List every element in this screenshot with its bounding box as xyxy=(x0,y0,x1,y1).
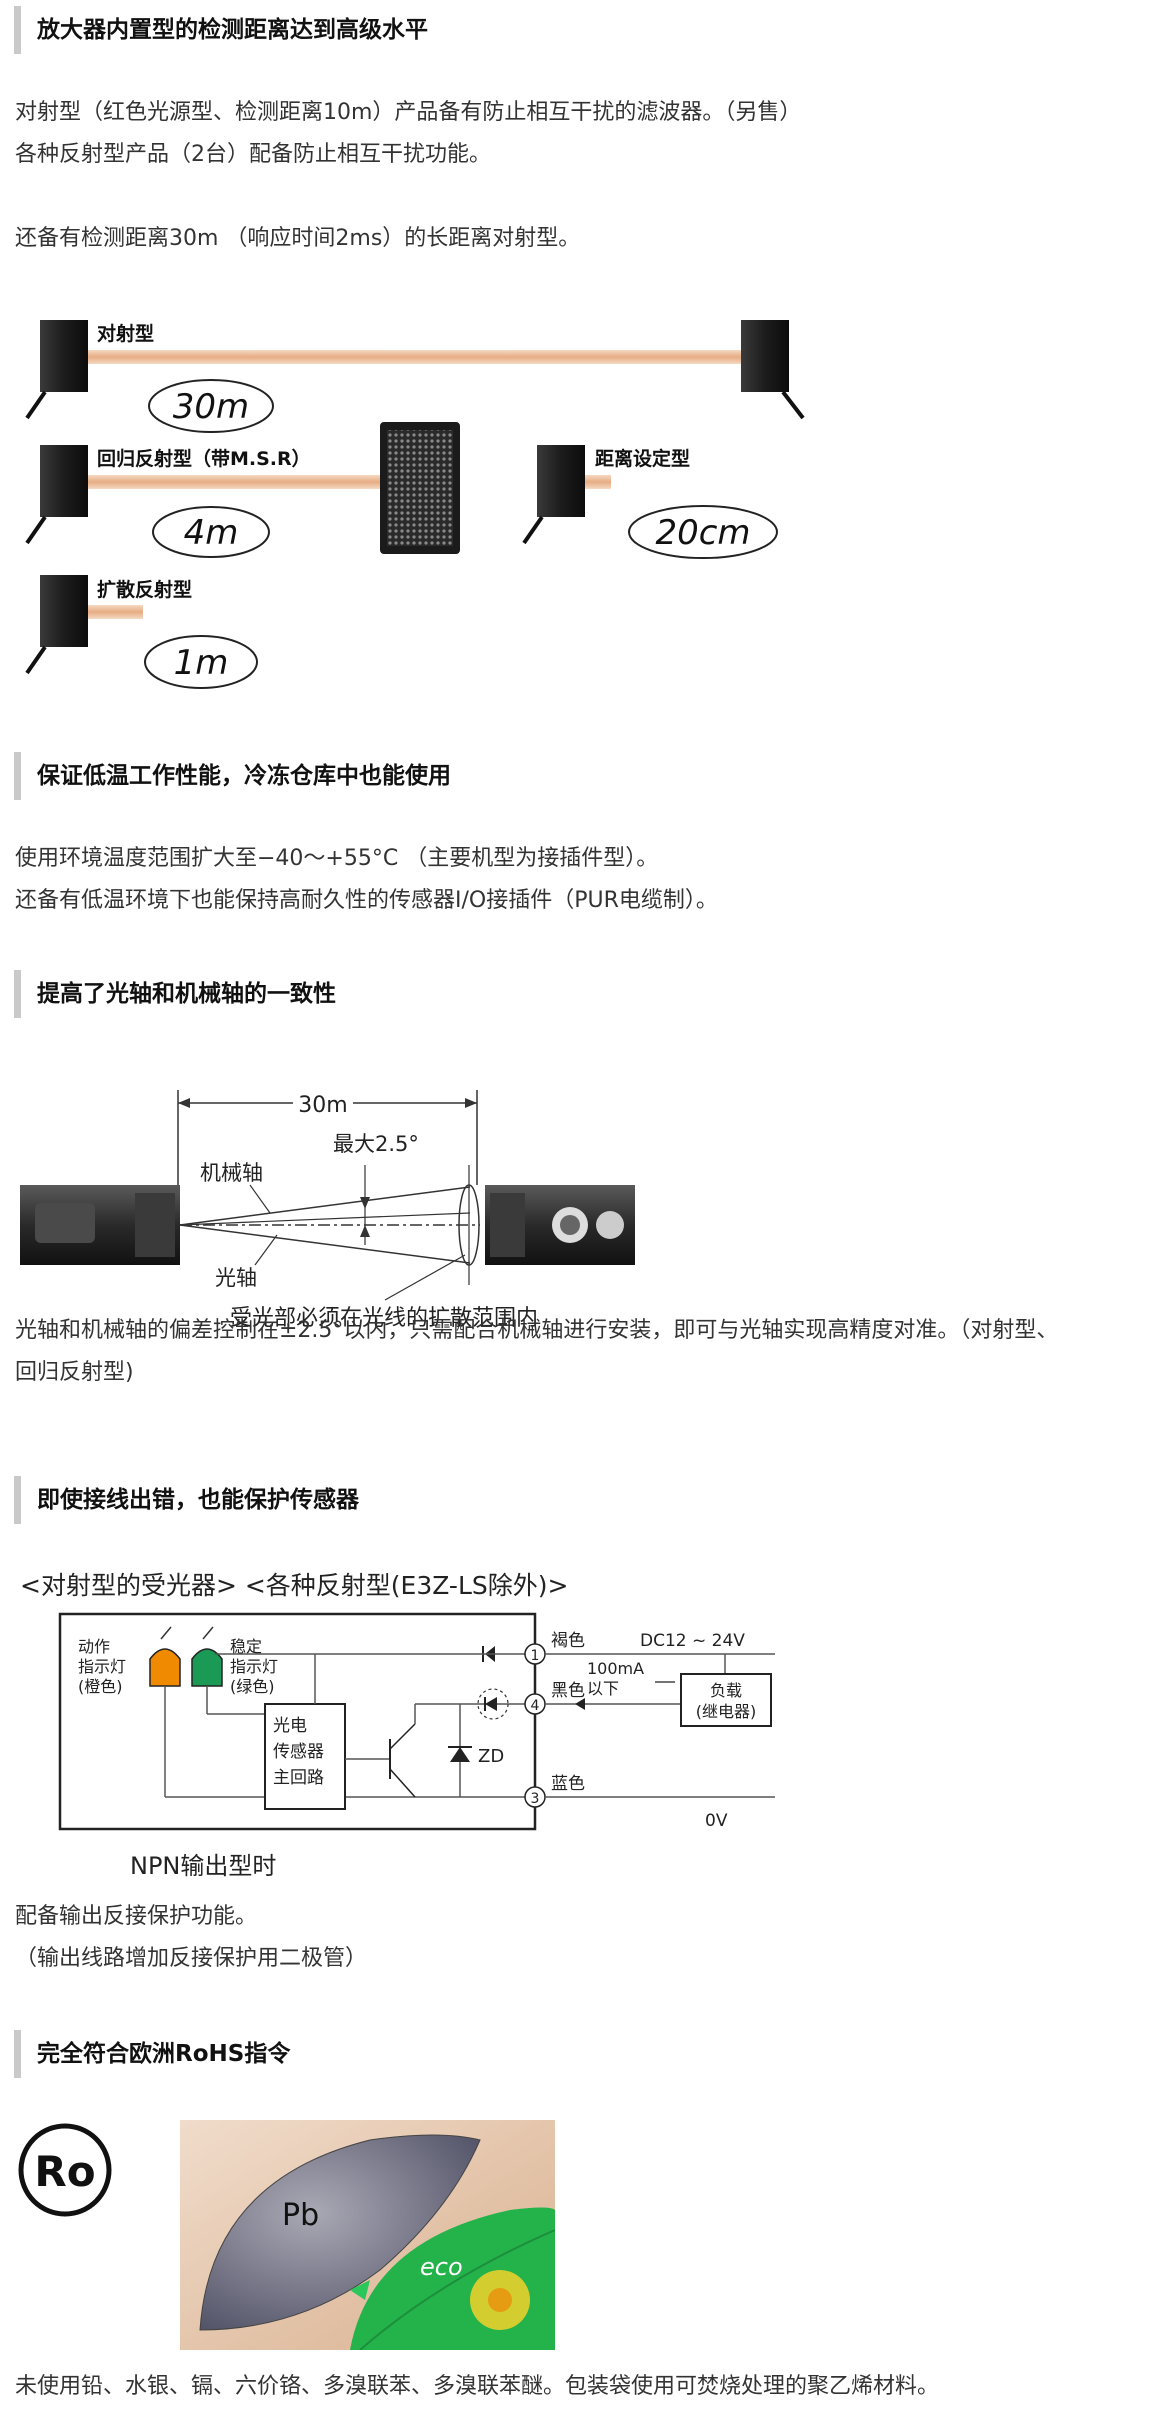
ro-logo: Ro xyxy=(18,2123,112,2217)
wire-blue-label: 蓝色 xyxy=(551,1774,585,1794)
pin-4: 4 xyxy=(531,1698,540,1714)
supply-voltage-label: DC12 ~ 24V xyxy=(640,1631,745,1651)
pb-label: Pb xyxy=(282,2198,319,2233)
through-beam-sensor-right xyxy=(741,320,805,420)
through-beam-sensor-left xyxy=(25,320,88,420)
zener-label: ZD xyxy=(478,1746,504,1767)
st-led-label-2: 指示灯 xyxy=(230,1657,278,1676)
lead-leaf-icon xyxy=(199,2134,481,2331)
axis-distance-label: 30m xyxy=(298,1093,347,1118)
section-text-low-temperature: 使用环境温度范围扩大至−40～+55°C （主要机型为接插件型）。 还备有低温环… xyxy=(15,838,1165,922)
st-led-label-3: (绿色) xyxy=(230,1677,275,1696)
op-led-label-3: (橙色) xyxy=(78,1677,123,1696)
retro-reflective-sensor xyxy=(25,445,88,545)
retro-reflective-distance: 4m xyxy=(184,513,239,553)
section-heading-detection-distance: 放大器内置型的检测距离达到高级水平 xyxy=(14,6,428,54)
section-text-wiring-protection: 配备输出反接保护功能。 （输出线路增加反接保护用二极管） xyxy=(15,1896,1165,1980)
section-heading-wiring-protection: 即使接线出错，也能保护传感器 xyxy=(14,1476,359,1524)
npn-circuit-figure: <对射型的受光器> <各种反射型(E3Z-LS除外)> 动作 指示灯 (橙色) … xyxy=(20,1571,775,1880)
rohs-eco-image: Pb eco xyxy=(180,2120,555,2350)
section-heading-rohs: 完全符合欧洲RoHS指令 xyxy=(14,2030,290,2078)
section-heading-low-temperature: 保证低温工作性能，冷冻仓库中也能使用 xyxy=(14,752,451,800)
through-beam-distance: 30m xyxy=(173,387,249,427)
load-label-2: (继电器) xyxy=(696,1702,757,1721)
section-text-detection-distance: 对射型（红色光源型、检测距离10m）产品备有防止相互干扰的滤波器。（另售） 各种… xyxy=(15,92,1165,260)
section-text-rohs: 未使用铅、水银、镉、六价铬、多溴联苯、多溴联苯醚。包装袋使用可焚烧处理的聚乙烯材… xyxy=(15,2366,1165,2408)
diffuse-reflective-label: 扩散反射型 xyxy=(97,578,192,601)
wire-black-label: 黑色 xyxy=(551,1681,585,1701)
reflector-plate xyxy=(380,422,460,554)
main-circuit-label-3: 主回路 xyxy=(273,1768,324,1788)
retro-reflective-label: 回归反射型（带M.S.R） xyxy=(97,447,311,470)
through-beam-light xyxy=(88,350,758,364)
text-line: 对射型（红色光源型、检测距离10m）产品备有防止相互干扰的滤波器。（另售） xyxy=(15,100,802,125)
circuit-caption: NPN输出型时 xyxy=(130,1852,276,1880)
text-line: 配备输出反接保护功能。 xyxy=(15,1904,258,1929)
op-led-label-2: 指示灯 xyxy=(78,1657,126,1676)
load-box xyxy=(680,1673,772,1727)
main-circuit-label-2: 传感器 xyxy=(273,1742,324,1762)
current-label-1: 100mA xyxy=(587,1659,644,1678)
retro-reflective-light xyxy=(88,475,398,489)
max-angle-label: 最大2.5° xyxy=(333,1132,419,1156)
text-line: 使用环境温度范围扩大至−40～+55°C （主要机型为接插件型）。 xyxy=(15,846,659,871)
text-line: 还备有检测距离30m （响应时间2ms）的长距离对射型。 xyxy=(15,226,581,251)
eco-label: eco xyxy=(420,2253,463,2281)
text-line: （输出线路增加反接保护用二极管） xyxy=(15,1946,368,1971)
optical-axis-label: 光轴 xyxy=(215,1266,257,1290)
diffuse-reflective-sensor xyxy=(25,575,88,675)
section-heading-axis-alignment: 提高了光轴和机械轴的一致性 xyxy=(14,970,336,1018)
op-led-label-1: 动作 xyxy=(78,1637,110,1656)
pin-1: 1 xyxy=(531,1648,540,1664)
wire-brown-label: 褐色 xyxy=(551,1631,585,1651)
circuit-title: <对射型的受光器> <各种反射型(E3Z-LS除外)> xyxy=(20,1571,568,1600)
text-line: 各种反射型产品（2台）配备防止相互干扰功能。 xyxy=(15,142,491,167)
mechanical-axis-label: 机械轴 xyxy=(200,1161,263,1185)
ro-logo-text: Ro xyxy=(34,2147,95,2196)
through-beam-label: 对射型 xyxy=(97,322,154,345)
axis-alignment-figure: 30m 最大2.5° 机械轴 光轴 受光部必须在光线的扩散范围内 xyxy=(20,1090,635,1331)
pin-3: 3 xyxy=(531,1791,540,1807)
text-line: 未使用铅、水银、镉、六价铬、多溴联苯、多溴联苯醚。包装袋使用可焚烧处理的聚乙烯材… xyxy=(15,2374,940,2399)
ground-label: 0V xyxy=(705,1811,728,1831)
current-label-2: 以下 xyxy=(587,1679,619,1698)
diffuse-reflective-light xyxy=(88,605,143,619)
flower-icon xyxy=(470,2270,530,2330)
distance-settable-light xyxy=(585,475,611,489)
text-line: 还备有低温环境下也能保持高耐久性的传感器I/O接插件（PUR电缆制）。 xyxy=(15,888,718,913)
distance-settable-distance: 20cm xyxy=(655,513,750,553)
st-led-label-1: 稳定 xyxy=(230,1637,262,1656)
operation-indicator-led xyxy=(149,1626,181,1687)
sensor-types-figure: 对射型 30m 回归反射型（带M.S.R） 4m 距离设定型 20cm xyxy=(25,320,805,689)
main-circuit-label-1: 光电 xyxy=(273,1716,307,1736)
text-line: 光轴和机械轴的偏差控制在±2.5°以内，只需配合机械轴进行安装，即可与光轴实现高… xyxy=(15,1318,1059,1343)
stability-indicator-led xyxy=(191,1626,223,1687)
load-label-1: 负载 xyxy=(710,1681,742,1700)
main-circuit-box xyxy=(264,1703,346,1810)
axis-figure-caption: 受光部必须在光线的扩散范围内 xyxy=(230,1306,538,1331)
distance-settable-sensor xyxy=(522,445,585,545)
text-line: 回归反射型) xyxy=(15,1360,134,1385)
emitter-sensor xyxy=(20,1185,180,1265)
section-text-axis-alignment: 光轴和机械轴的偏差控制在±2.5°以内，只需配合机械轴进行安装，即可与光轴实现高… xyxy=(15,1310,1165,1394)
distance-settable-label: 距离设定型 xyxy=(595,447,690,470)
sensor-enclosure xyxy=(58,1612,537,1831)
receiver-sensor xyxy=(485,1185,635,1265)
diffuse-reflective-distance: 1m xyxy=(174,643,229,683)
